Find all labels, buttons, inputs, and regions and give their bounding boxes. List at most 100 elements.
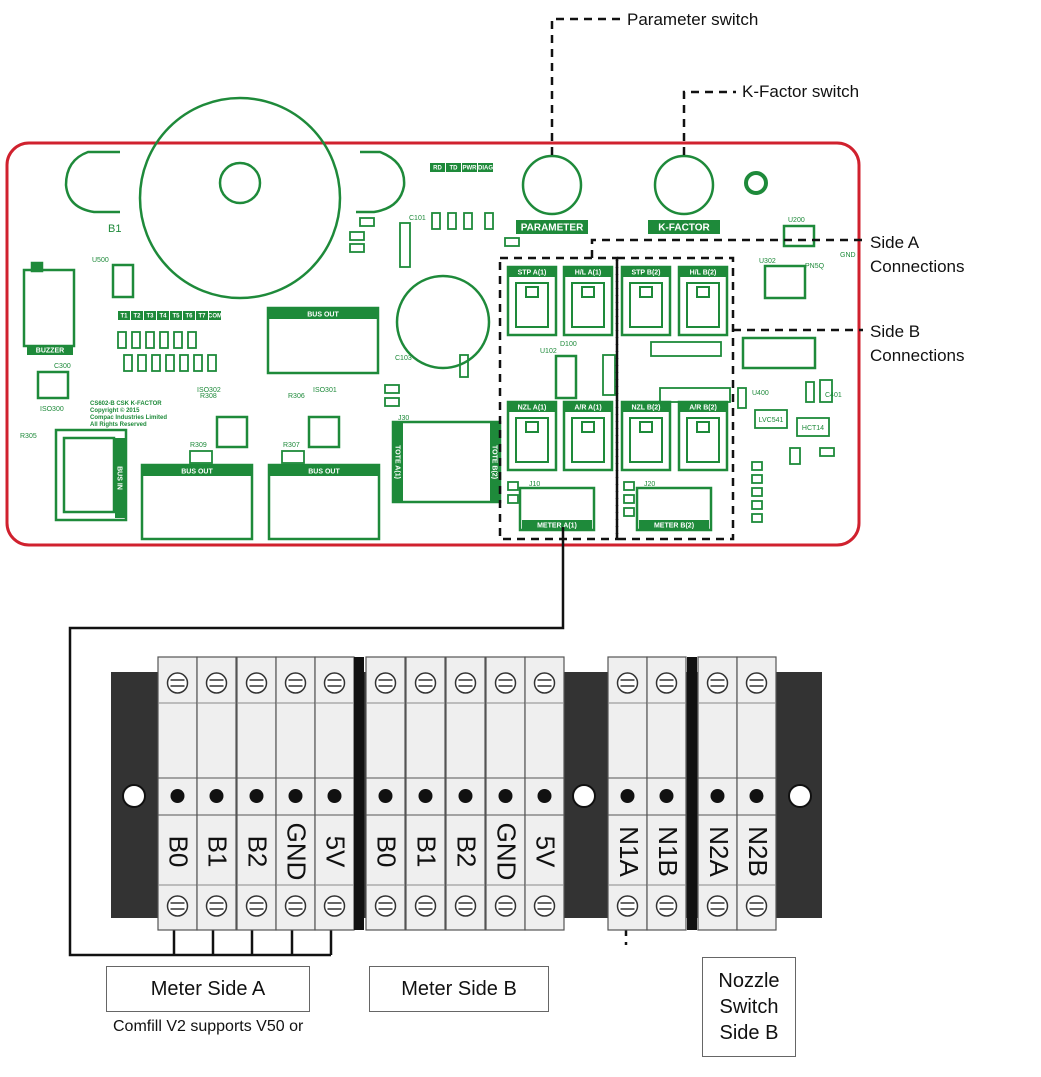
led-diag: DIAG (478, 163, 493, 172)
ref-label: U200 (788, 217, 805, 224)
terminal-b1 (196, 656, 237, 931)
terminal-b2 (236, 656, 277, 931)
ref-label: R306 (288, 393, 305, 400)
ref-label: C300 (54, 363, 71, 370)
screw-icon (706, 895, 729, 917)
screw-icon (414, 895, 437, 917)
led-td-label: TD (450, 166, 459, 172)
t-label-t1-label: T1 (120, 314, 128, 320)
bus-in-bar: BUS IN (115, 438, 125, 518)
side-b-connector-3-label: NZL B(2) (631, 404, 660, 411)
pcb-component (349, 243, 365, 253)
pcb-component (737, 387, 747, 409)
screw-icon (323, 895, 346, 917)
screw-icon (706, 672, 729, 694)
screw-icon (533, 895, 556, 917)
side-b-connector-3: NZL B(2) (622, 402, 670, 412)
pcb-component (145, 331, 155, 349)
ref-label: ISO301 (313, 387, 337, 394)
meter-side-a-box: Meter Side A (106, 966, 310, 1012)
pcb-component (650, 341, 722, 357)
screw-icon (374, 672, 397, 694)
ref-label: J10 (529, 481, 540, 488)
ref-label: R308 (200, 393, 217, 400)
pcb-component (189, 450, 213, 464)
terminal-b0 (157, 656, 198, 931)
pcb-component (131, 331, 141, 349)
tote-b-bar: TOTE B(2) (490, 423, 500, 501)
led-rd-label: RD (433, 166, 442, 172)
ref-label: ISO302 (197, 387, 221, 394)
parameter-switch-circle (521, 154, 583, 216)
t-label-t5-label: T5 (172, 314, 180, 320)
pcb-component (507, 481, 519, 491)
pcb-component (507, 494, 519, 504)
screw-icon (745, 895, 768, 917)
screw-icon (533, 672, 556, 694)
bus-out-bar-top-label: BUS OUT (307, 311, 339, 318)
copyright-line: CS602-B CSK K-FACTOR (90, 401, 162, 407)
pcb-component (789, 447, 801, 465)
meter-a-bar: METER A(1) (522, 520, 592, 530)
pcb-component (751, 500, 763, 510)
pcb-component (359, 217, 375, 227)
led-rd: RD (430, 163, 445, 172)
t-label-t2-label: T2 (133, 314, 141, 320)
pcb-component (349, 231, 365, 241)
terminal-label: GND (491, 822, 522, 880)
parameter-switch-callout: Parameter switch (627, 10, 759, 29)
side-a-connector-1: STP A(1) (508, 267, 556, 277)
parameter-bar: PARAMETER (516, 220, 588, 234)
t-label-t3: T3 (144, 311, 156, 320)
side-a-connector-2-label: H/L A(1) (575, 269, 601, 276)
rail-hole (788, 784, 812, 808)
ref-label: C401 (825, 392, 842, 399)
bus-in-connector (54, 428, 128, 522)
screw-icon (616, 895, 639, 917)
terminal-gnd (485, 656, 526, 931)
side-a-connector-3: NZL A(1) (508, 402, 556, 412)
terminal-hole (498, 789, 513, 803)
t-label-t3-label: T3 (146, 314, 154, 320)
pcb-component (819, 447, 835, 457)
pcb-component (117, 331, 127, 349)
b1-label: B1 (108, 223, 121, 235)
pcb-component (281, 450, 305, 464)
side-a-outline (498, 256, 619, 541)
pcb-component (159, 331, 169, 349)
ic-lvc541: LVC541 (754, 409, 788, 429)
side-b-connector-2-label: H/L B(2) (690, 269, 717, 276)
terminal-hole (249, 789, 264, 803)
terminal-hole (209, 789, 224, 803)
bus-out-bar-right: BUS OUT (269, 466, 379, 476)
side-a-leader (590, 238, 863, 258)
screw-icon (284, 895, 307, 917)
terminal-hole (378, 789, 393, 803)
meter-b-bar: METER B(2) (639, 520, 709, 530)
copyright-line: Copyright © 2015 (90, 407, 140, 414)
buzzer-tab-left (64, 150, 120, 214)
screw-icon (166, 895, 189, 917)
pcb-component (123, 354, 133, 372)
buzzer-bar: BUZZER (27, 345, 73, 355)
terminal-label: N1A (613, 825, 644, 877)
terminal-n2b (736, 656, 777, 931)
side-b-connector-4-label: A/R B(2) (689, 404, 717, 411)
terminal-hole (710, 789, 725, 803)
ref-label: C101 (409, 215, 426, 222)
terminal-hole (418, 789, 433, 803)
buzzer-bar-label: BUZZER (36, 347, 64, 354)
ref-label: U302 (759, 258, 776, 265)
pcb-component (193, 354, 203, 372)
ref-label: J30 (398, 415, 409, 422)
terminal-hole (170, 789, 185, 803)
pcb-component (659, 387, 731, 403)
pcb-component (173, 331, 183, 349)
pcb-component (384, 397, 400, 407)
pcb-outline (5, 141, 861, 547)
buzzer-tab-right (356, 150, 406, 214)
buzzer-hole (218, 161, 262, 205)
pcb-component (384, 384, 400, 394)
t-label-t2: T2 (131, 311, 143, 320)
screw-icon (374, 895, 397, 917)
